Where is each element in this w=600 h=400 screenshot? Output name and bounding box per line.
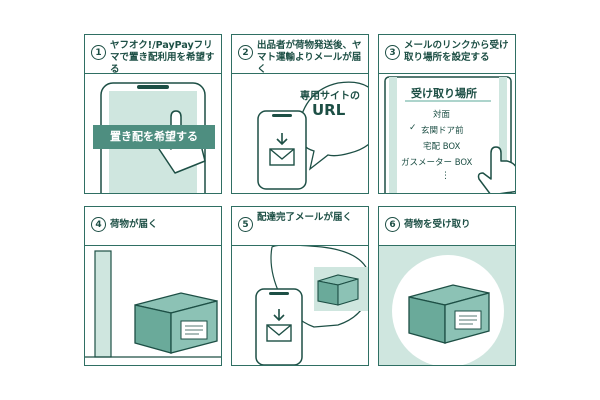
- list-title: 受け取り場所: [411, 87, 477, 100]
- door-frame: [94, 250, 112, 358]
- location-setting-illustration: [384, 76, 515, 193]
- arrow-down-icon: [276, 133, 288, 146]
- step-3-panel: 3 メールのリンクから受け取り場所を設定する 受け取り場所 対面 ✓ 玄関ドア前…: [378, 34, 516, 194]
- step-number: 4: [91, 217, 106, 232]
- bubble-text-line1: 専用サイトの: [300, 91, 360, 102]
- step-title: ヤフオク!/PayPayフリマで置き配利用を希望する: [110, 40, 215, 75]
- check-icon: ✓: [409, 123, 417, 133]
- step-header: 5 配達完了メールが届く: [232, 207, 368, 246]
- step-number: 2: [238, 45, 253, 60]
- step-header: 6 荷物を受け取り: [379, 207, 515, 246]
- option-delivery-box: 宅配 BOX: [423, 142, 461, 152]
- speech-bubble: [297, 81, 368, 171]
- step-number: 6: [385, 217, 400, 232]
- option-gas-meter-box: ガスメーター BOX: [401, 158, 473, 168]
- step-header: 3 メールのリンクから受け取り場所を設定する: [379, 35, 515, 74]
- step-4-panel: 4 荷物が届く: [84, 206, 222, 366]
- step-number: 1: [91, 45, 106, 60]
- mail-envelope-icon: [266, 324, 292, 342]
- mail-envelope-icon: [269, 148, 295, 166]
- delivery-complete-mail-illustration: [255, 245, 368, 365]
- step-header: 4 荷物が届く: [85, 207, 221, 246]
- step-2-panel: 2 出品者が荷物発送後、ヤマト運輸よりメールが届く 専用サイトの URL: [231, 34, 369, 194]
- step-number: 5: [238, 217, 253, 232]
- more-options-icon: ⋮: [441, 171, 450, 181]
- option-face-to-face: 対面: [433, 110, 451, 120]
- step-6-panel: 6 荷物を受け取り: [378, 206, 516, 366]
- request-okihai-button: 置き配を希望する: [93, 125, 215, 149]
- option-front-door: 玄関ドア前: [421, 126, 464, 136]
- step-title: 出品者が荷物発送後、ヤマト運輸よりメールが届く: [257, 40, 362, 75]
- receive-package-illustration: [379, 245, 515, 365]
- step-number: 3: [385, 45, 400, 60]
- step-title: 配達完了メールが届く: [257, 212, 353, 223]
- step-title: 荷物が届く: [110, 219, 158, 230]
- step-title: 荷物を受け取り: [404, 219, 471, 230]
- step-1-panel: 1 ヤフオク!/PayPayフリマで置き配利用を希望する 置き配を希望する: [84, 34, 222, 194]
- email-notification-illustration: [257, 81, 368, 190]
- pointing-hand-icon: [477, 146, 515, 193]
- step-header: 1 ヤフオク!/PayPayフリマで置き配利用を希望する: [85, 35, 221, 75]
- step-header: 2 出品者が荷物発送後、ヤマト運輸よりメールが届く: [232, 35, 368, 75]
- cardboard-box-icon: [134, 292, 218, 354]
- arrow-down-icon: [273, 309, 285, 322]
- cardboard-box-icon: [408, 284, 490, 344]
- step-5-panel: 5 配達完了メールが届く: [231, 206, 369, 366]
- package-at-door-illustration: [85, 245, 221, 365]
- cardboard-box-icon: [317, 274, 359, 306]
- step-title: メールのリンクから受け取り場所を設定する: [404, 40, 509, 63]
- bubble-text-url: URL: [312, 101, 346, 119]
